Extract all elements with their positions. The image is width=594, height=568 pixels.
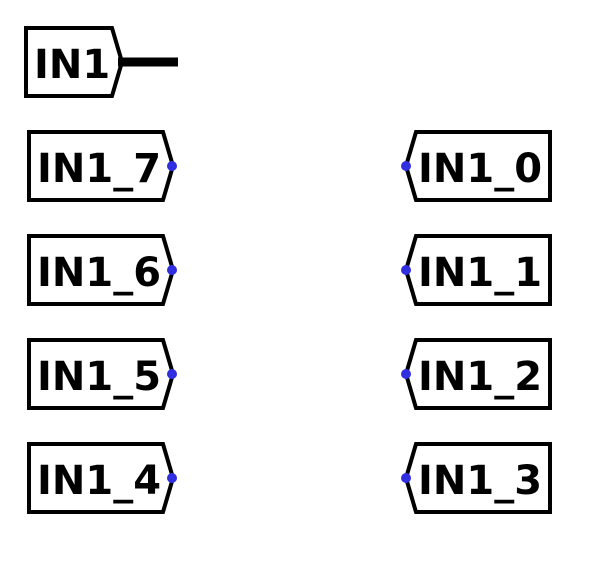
bus-port-outline (24, 26, 125, 98)
port-outline (403, 442, 552, 514)
connection-pin[interactable] (401, 369, 411, 379)
connection-pin[interactable] (167, 265, 177, 275)
bus-port-label: IN1 (34, 42, 110, 88)
port-in1-1[interactable]: IN1_1 (401, 234, 552, 306)
port-label: IN1_5 (37, 354, 161, 400)
connection-pin[interactable] (167, 161, 177, 171)
port-outline (403, 130, 552, 202)
port-in1-4[interactable]: IN1_4 (27, 442, 177, 514)
port-outline (27, 442, 176, 514)
port-in1-0[interactable]: IN1_0 (401, 130, 552, 202)
port-outline (27, 234, 176, 306)
port-label: IN1_1 (418, 250, 542, 296)
port-label: IN1_6 (37, 250, 161, 296)
connection-pin[interactable] (167, 473, 177, 483)
port-outline (403, 234, 552, 306)
port-label: IN1_3 (418, 458, 542, 504)
port-outline (27, 130, 176, 202)
connection-pin[interactable] (401, 265, 411, 275)
connection-pin[interactable] (401, 473, 411, 483)
port-in1-5[interactable]: IN1_5 (27, 338, 177, 410)
port-in1-2[interactable]: IN1_2 (401, 338, 552, 410)
port-label: IN1_4 (37, 458, 161, 504)
port-label: IN1_2 (418, 354, 542, 400)
port-label: IN1_0 (418, 146, 542, 192)
port-outline (403, 338, 552, 410)
port-outline (27, 338, 176, 410)
connection-pin[interactable] (401, 161, 411, 171)
port-in1-6[interactable]: IN1_6 (27, 234, 177, 306)
port-label: IN1_7 (37, 146, 161, 192)
connection-pin[interactable] (167, 369, 177, 379)
port-in1-7[interactable]: IN1_7 (27, 130, 177, 202)
bus-port-in1[interactable]: IN1 (24, 26, 178, 98)
port-in1-3[interactable]: IN1_3 (401, 442, 552, 514)
